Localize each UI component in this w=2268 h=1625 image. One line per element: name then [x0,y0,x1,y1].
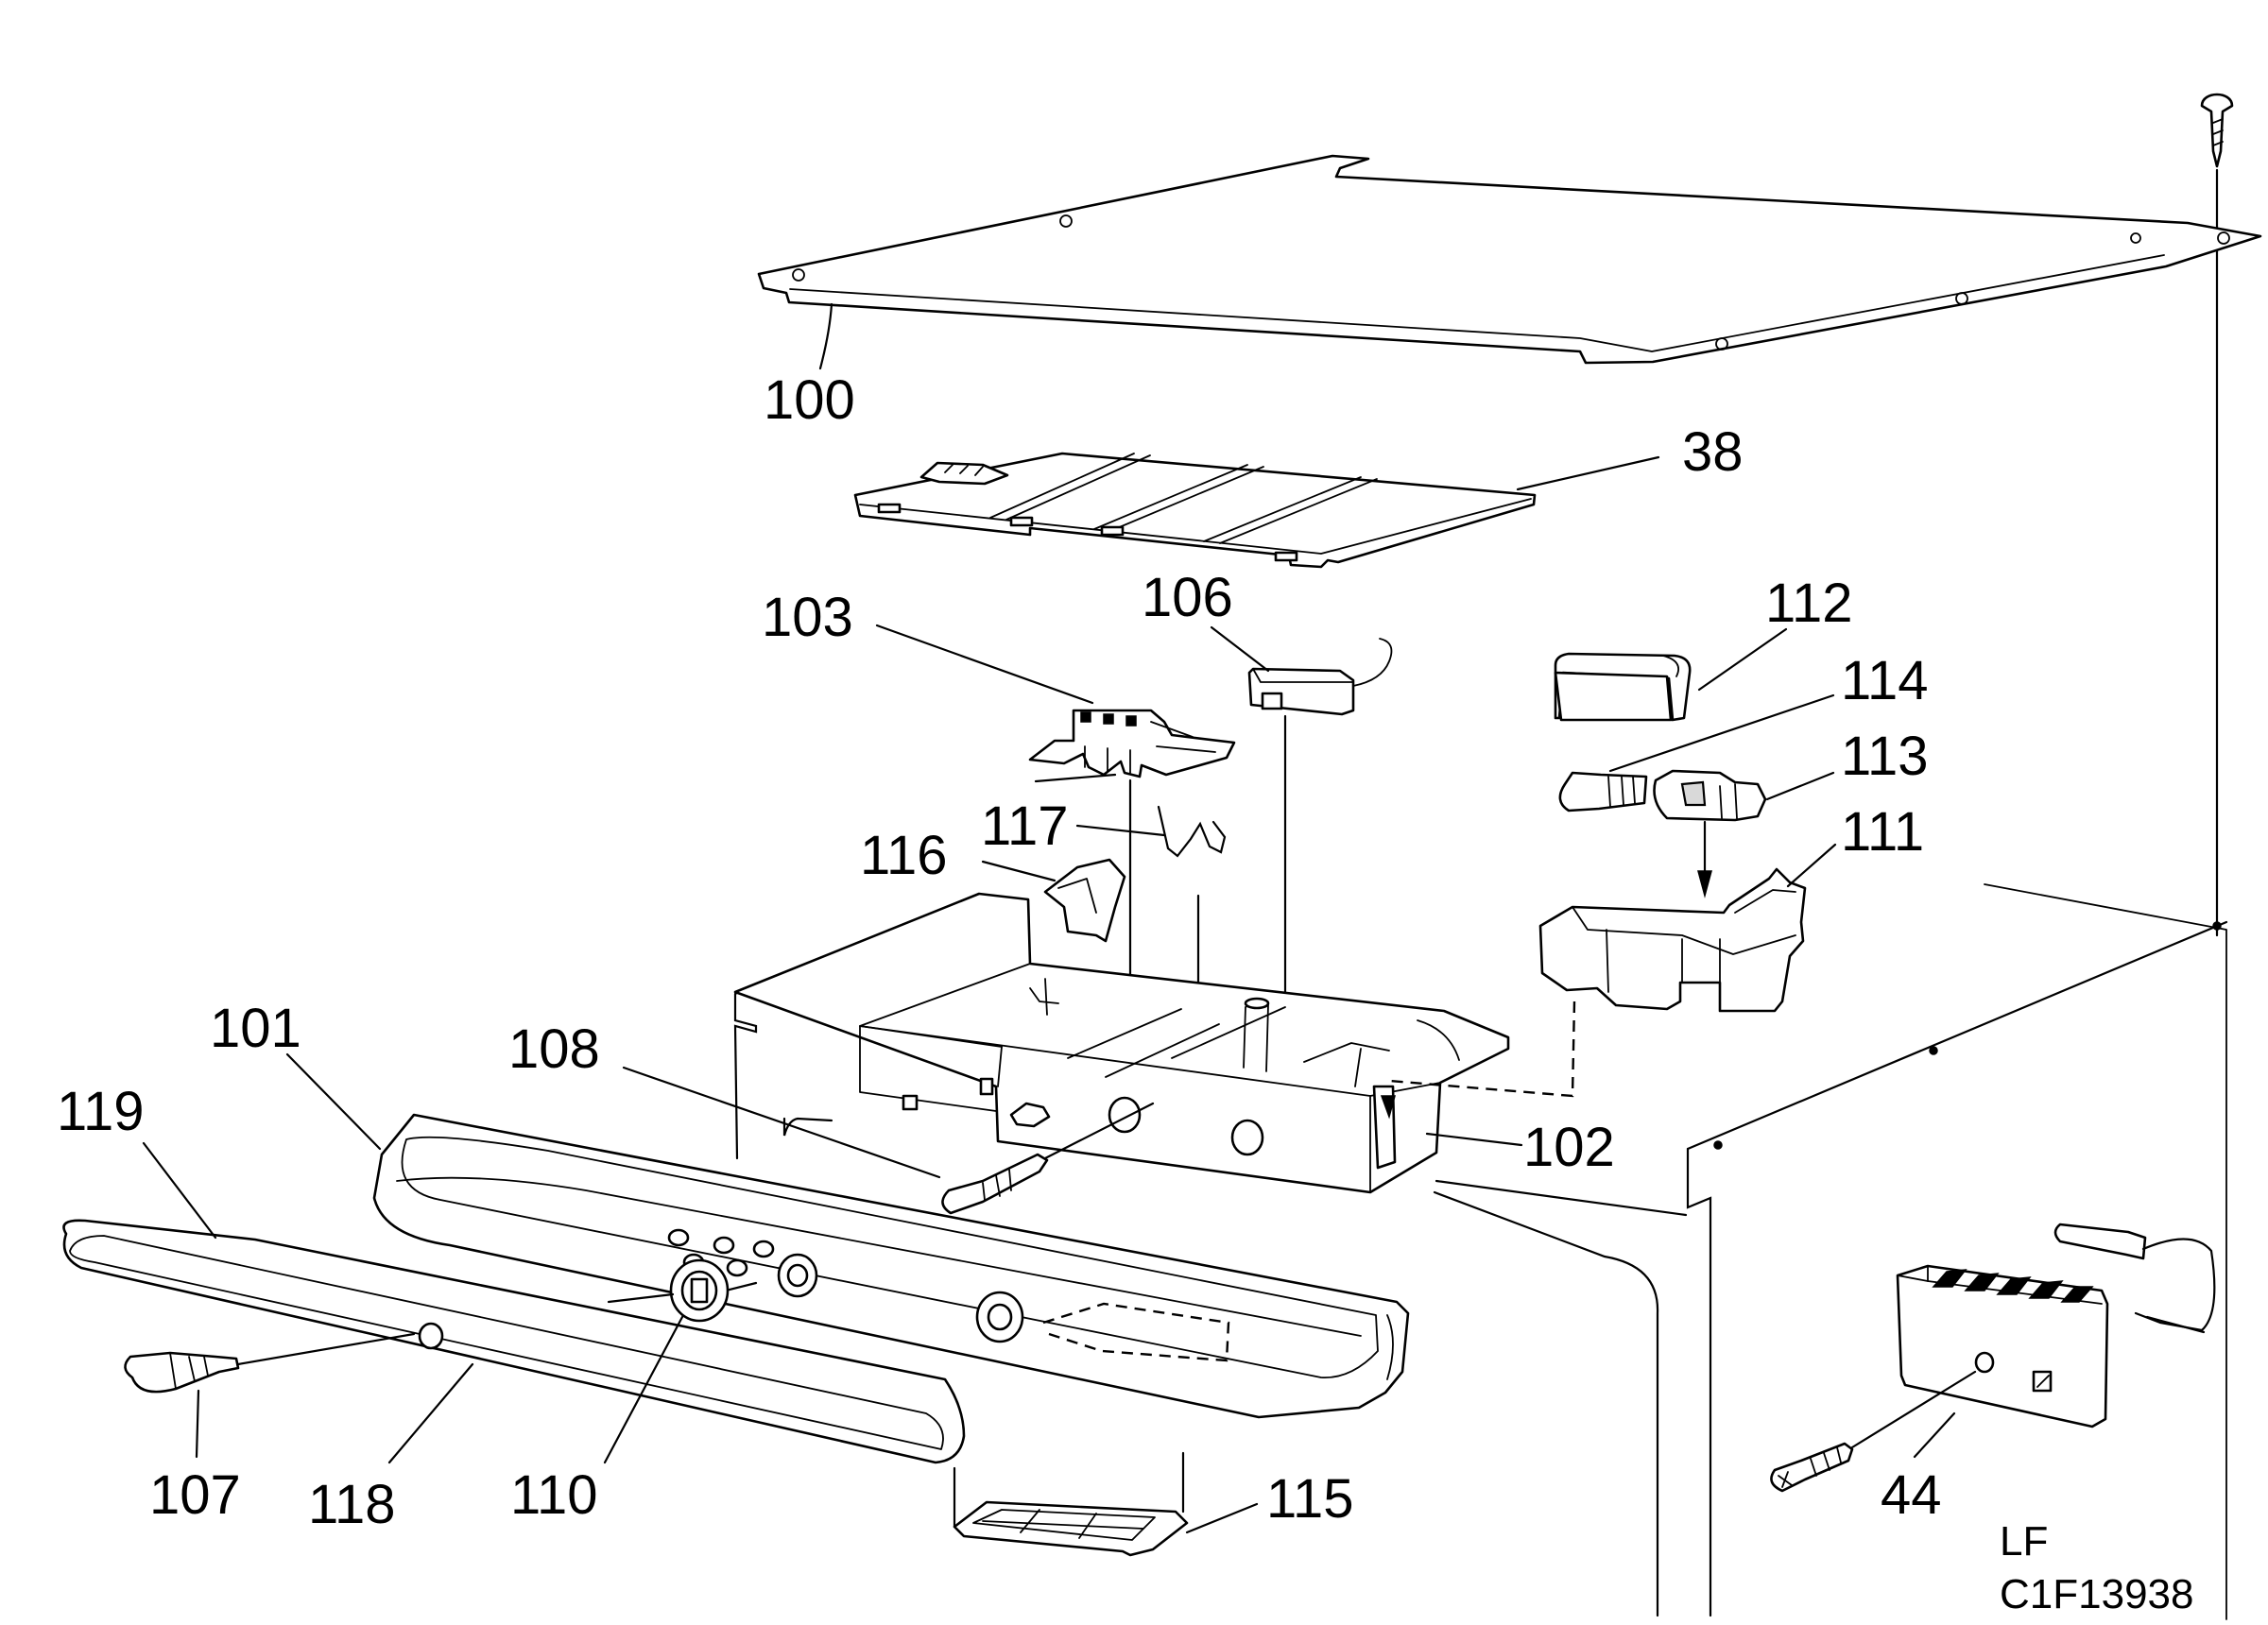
leader-114 [1608,693,1835,773]
label-38: 38 [1682,421,1744,483]
leader-44 [1913,1411,1956,1459]
label-111: 111 [1841,801,1924,863]
label-101: 101 [210,998,301,1059]
leader-103 [875,624,1094,705]
part-107-screw [124,1332,416,1394]
top-right-screw [2200,93,2234,937]
label-100: 100 [764,369,855,431]
leader-111 [1786,843,1837,888]
leader-106 [1210,625,1270,673]
part-113-lamp-holder [1653,769,1767,822]
label-108: 108 [508,1018,600,1080]
part-119-trim-strip [62,1219,966,1464]
leader-101 [285,1052,382,1151]
leader-116 [981,860,1057,882]
part-44-sensor-probe [2053,1223,2216,1334]
label-116: 116 [860,825,947,886]
label-107: 107 [149,1464,241,1526]
view-reference: LF [2000,1518,2048,1565]
arrow-dashed-head [1380,1095,1396,1120]
leader-115 [1185,1502,1259,1534]
label-112: 112 [1765,573,1852,634]
leader-113 [1765,771,1835,801]
leader-107 [195,1389,200,1459]
part-100-top-plate [757,154,2262,365]
leader-38 [1516,455,1660,491]
leader-119 [142,1141,217,1240]
label-44: 44 [1881,1464,1942,1526]
arrow-113-head [1697,870,1712,898]
leader-118 [387,1362,474,1464]
part-112-lamp-cover [1554,652,1692,722]
leader-112 [1697,627,1788,692]
label-119: 119 [57,1081,144,1142]
part-106-switch [1247,638,1393,716]
part-108-shaft [941,1102,1155,1215]
leader-117 [1075,824,1166,837]
label-117: 117 [981,795,1068,857]
label-103: 103 [762,587,853,648]
part-103-terminal-block [1028,709,1236,778]
label-106: 106 [1142,567,1233,628]
label-114: 114 [1841,650,1928,711]
leader-108 [622,1066,941,1179]
part-102-control-housing [733,892,1510,1194]
dashed-path-111-102 [1388,1001,1576,1098]
label-110: 110 [510,1464,597,1526]
part-115-filter-tray [953,1451,1189,1557]
leader-102 [1425,1132,1523,1147]
drawing-code: C1F13938 [2000,1571,2193,1617]
leader-110 [603,1315,684,1464]
part-110-knob [607,1258,730,1323]
part-38-cover-panel [853,452,1537,569]
label-102: 102 [1523,1117,1615,1178]
leader-103b [1034,773,1117,783]
part-118-badge [418,1322,444,1350]
label-115: 115 [1266,1468,1353,1530]
label-118: 118 [308,1474,395,1535]
leader-100 [818,302,833,370]
part-44-screw [1770,1370,1977,1493]
part-44-thermostat-housing [1896,1264,2109,1428]
label-113: 113 [1841,726,1928,787]
part-111-lamp-housing [1538,867,1807,1013]
part-114-bulb [1558,771,1648,812]
part-117-spring-clip [1157,805,1227,858]
part-116-latch [1043,858,1126,943]
